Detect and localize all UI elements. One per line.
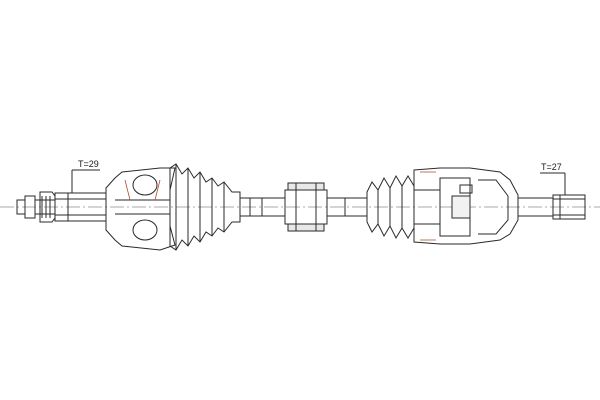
inner-cv-joint xyxy=(413,167,519,245)
right-spline-shaft xyxy=(517,172,586,220)
outer-boot xyxy=(169,163,241,251)
right-thread-label: T=27 xyxy=(541,162,562,172)
left-thread-label: T=29 xyxy=(78,159,99,169)
outer-cv-joint xyxy=(105,167,176,251)
left-spline-shaft xyxy=(54,169,107,222)
